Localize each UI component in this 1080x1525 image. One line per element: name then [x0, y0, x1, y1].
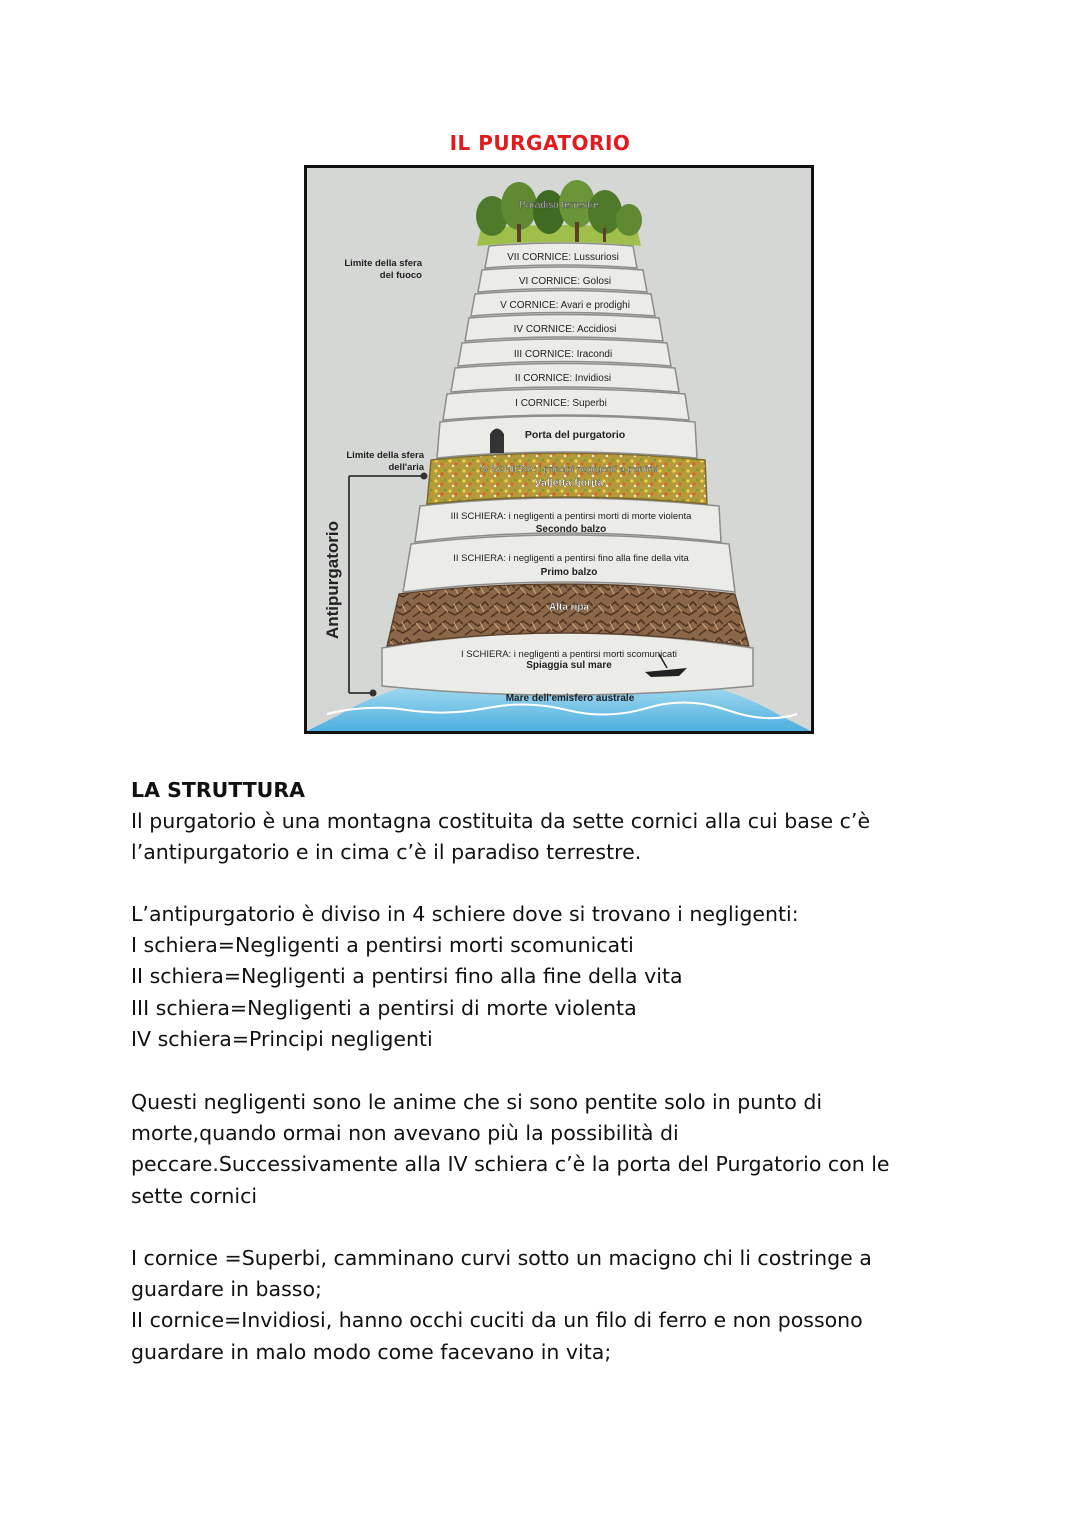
terrace-primo-balzo	[402, 534, 736, 593]
purgatory-diagram: Paradiso terrestre VII CORNICE: Lussurio…	[304, 165, 814, 734]
paragraph-line: IV schiera=Principi negligenti	[131, 1026, 433, 1051]
paragraph-line: II cornice=Invidiosi, hanno occhi cuciti…	[131, 1308, 863, 1333]
paragraph-4: I cornice =Superbi, camminano curvi sott…	[131, 1243, 931, 1368]
paragraph-2: L’antipurgatorio è diviso in 4 schiere d…	[131, 899, 931, 1055]
label-alta-ripa: Alta ripa	[549, 602, 589, 613]
label-limite-fuoco-2: del fuoco	[380, 270, 422, 281]
cornice-1	[442, 388, 690, 421]
label-cornice-4: IV CORNICE: Accidiosi	[514, 324, 617, 335]
cornice-4	[464, 313, 664, 342]
cornice-7	[484, 242, 638, 269]
label-cornice-1: I CORNICE: Superbi	[515, 398, 607, 409]
label-cornice-3: III CORNICE: Iracondi	[514, 349, 612, 360]
cornice-6	[477, 266, 648, 293]
paragraph-line: morte,quando ormai non avevano più la po…	[131, 1121, 679, 1146]
label-limite-aria-1: Limite della sfera	[346, 450, 424, 461]
page-title: IL PURGATORIO	[449, 131, 631, 155]
terrace-alta-ripa	[386, 583, 750, 647]
label-schiera-3: III SCHIERA: i negligenti a pentirsi mor…	[451, 511, 692, 522]
label-schiera-4: IV SCHIERA: i principi negligenti a pent…	[480, 464, 658, 475]
label-secondo-balzo: Secondo balzo	[536, 524, 607, 535]
label-spiaggia: Spiaggia sul mare	[526, 660, 612, 671]
label-limite-fuoco-1: Limite della sfera	[344, 258, 422, 269]
terrace-valletta	[426, 452, 708, 505]
label-limite-aria-2: dell'aria	[388, 462, 424, 473]
paragraph-1: Il purgatorio è una montagna costituita …	[131, 806, 931, 868]
cornice-3	[457, 338, 672, 367]
purgatory-mountain: Paradiso terrestre VII CORNICE: Lussurio…	[307, 180, 811, 731]
gate-shape	[490, 428, 504, 453]
label-valletta: Valletta fiorita	[535, 477, 604, 489]
section-heading: LA STRUTTURA	[131, 778, 305, 802]
label-paradiso: Paradiso terrestre	[519, 200, 599, 211]
label-schiera-2: II SCHIERA: i negligenti a pentirsi fino…	[453, 553, 689, 564]
paragraph-line: guardare in malo modo come facevano in v…	[131, 1339, 612, 1364]
label-cornice-6: VI CORNICE: Golosi	[519, 276, 611, 287]
label-schiera-1: I SCHIERA: i negligenti a pentirsi morti…	[461, 649, 677, 660]
paragraph-3: Questi negligenti sono le anime che si s…	[131, 1087, 931, 1212]
tree-group	[476, 180, 642, 242]
label-cornice-2: II CORNICE: Invidiosi	[515, 373, 611, 384]
antipurgatorio-bracket	[348, 472, 428, 697]
paragraph-line: guardare in basso;	[131, 1277, 322, 1302]
label-primo-balzo: Primo balzo	[541, 567, 598, 578]
paragraph-line: I cornice =Superbi, camminano curvi sott…	[131, 1246, 872, 1270]
label-mare: Mare dell'emisfero australe	[506, 693, 635, 704]
cornice-2	[450, 362, 680, 393]
label-porta: Porta del purgatorio	[525, 429, 625, 441]
terrace-secondo-balzo	[414, 497, 722, 543]
paragraph-line: II schiera=Negligenti a pentirsi fino al…	[131, 964, 683, 989]
paragraph-line: I schiera=Negligenti a pentirsi morti sc…	[131, 933, 634, 958]
label-cornice-5: V CORNICE: Avari e prodighi	[500, 300, 630, 311]
paragraph-line: L’antipurgatorio è diviso in 4 schiere d…	[131, 902, 799, 926]
paragraph-line: sette cornici	[131, 1183, 258, 1208]
paragraph-line: Il purgatorio è una montagna costituita …	[131, 809, 871, 833]
paragraph-line: l’antipurgatorio e in cima c’è il paradi…	[131, 840, 642, 865]
label-antipurgatorio: Antipurgatorio	[323, 521, 342, 639]
cornice-5	[470, 289, 656, 317]
paragraph-line: Questi negligenti sono le anime che si s…	[131, 1090, 823, 1114]
paragraph-line: peccare.Successivamente alla IV schiera …	[131, 1152, 890, 1177]
label-cornice-7: VII CORNICE: Lussuriosi	[507, 252, 619, 263]
paragraph-line: III schiera=Negligenti a pentirsi di mor…	[131, 995, 637, 1020]
